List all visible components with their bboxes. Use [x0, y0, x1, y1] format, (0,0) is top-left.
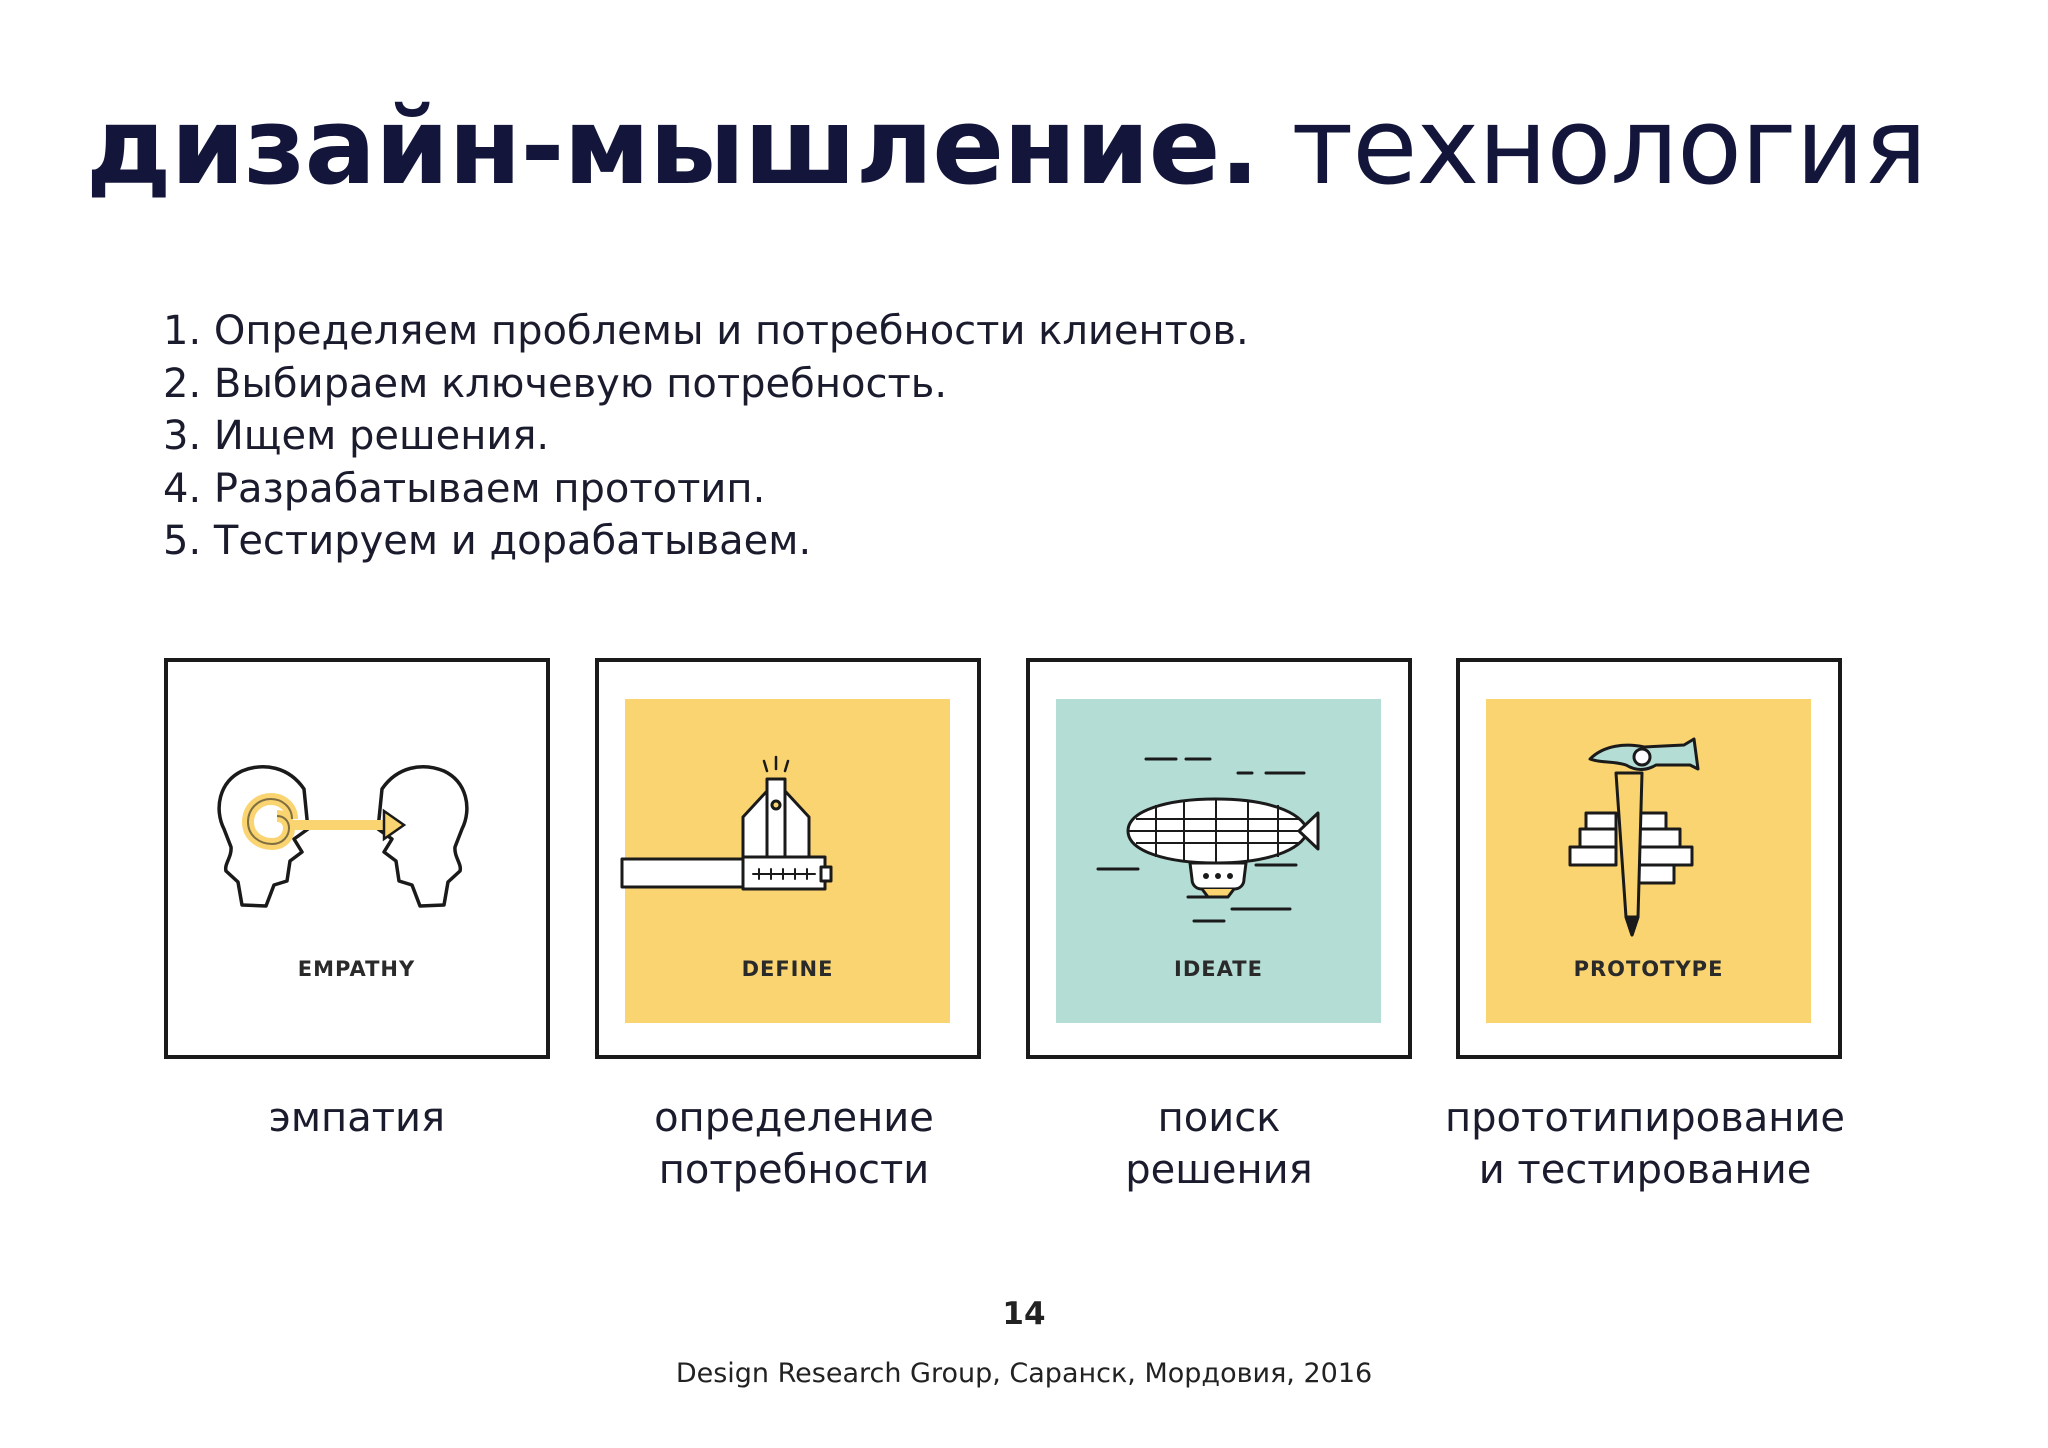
- caliper-icon: [620, 755, 833, 891]
- stage-caption-define: определение потребности: [564, 1092, 1024, 1196]
- stage-tag: EMPATHY: [297, 957, 416, 981]
- caption-line: поиск: [1157, 1095, 1281, 1141]
- stage-card-ideate: IDEATE: [1026, 658, 1412, 1059]
- stage-tag: DEFINE: [741, 957, 834, 981]
- title-bold: дизайн-мышление.: [86, 85, 1260, 208]
- stage-caption-empathy: эмпатия: [127, 1092, 587, 1144]
- stage-card-prototype: PROTOTYPE: [1456, 658, 1842, 1059]
- caption-line: эмпатия: [268, 1095, 446, 1141]
- footer-text: Design Research Group, Саранск, Мордовия…: [675, 1358, 1373, 1389]
- stage-caption-ideate: поиск решения: [989, 1092, 1449, 1196]
- card-panel: DEFINE: [620, 699, 950, 1023]
- title-regular: технология: [1291, 85, 1927, 208]
- caption-line: прототипирование: [1445, 1095, 1845, 1141]
- stage-card-empathy: EMPATHY: [164, 658, 550, 1059]
- hammer-bricks-icon: [1568, 737, 1700, 937]
- stage-card-define: DEFINE: [595, 658, 981, 1059]
- step-item: 3. Ищем решения.: [163, 413, 550, 459]
- airship-icon: [1096, 757, 1320, 923]
- slide-title: дизайн-мышление. технология: [86, 82, 1927, 212]
- caption-line: потребности: [658, 1147, 930, 1193]
- step-item: 5. Тестируем и дорабатываем.: [163, 518, 812, 564]
- step-item: 4. Разрабатываем прототип.: [163, 465, 766, 512]
- caption-line: и тестирование: [1478, 1147, 1812, 1193]
- heads-arrow-icon: [217, 765, 469, 908]
- caption-line: решения: [1125, 1147, 1313, 1193]
- stage-caption-prototype: прототипирование и тестирование: [1415, 1092, 1875, 1196]
- card-panel: PROTOTYPE: [1486, 699, 1811, 1023]
- steps-list: 1. Определяем проблемы и потребности кли…: [163, 305, 1249, 568]
- stage-tag: IDEATE: [1174, 957, 1263, 981]
- card-panel: IDEATE: [1056, 699, 1381, 1023]
- page-number: 14: [1002, 1296, 1046, 1332]
- step-item: 1. Определяем проблемы и потребности кли…: [163, 308, 1249, 354]
- stage-tag: PROTOTYPE: [1573, 957, 1724, 981]
- card-panel: EMPATHY: [194, 699, 519, 1023]
- step-item: 2. Выбираем ключевую потребность.: [163, 360, 948, 407]
- caption-line: определение: [654, 1095, 934, 1141]
